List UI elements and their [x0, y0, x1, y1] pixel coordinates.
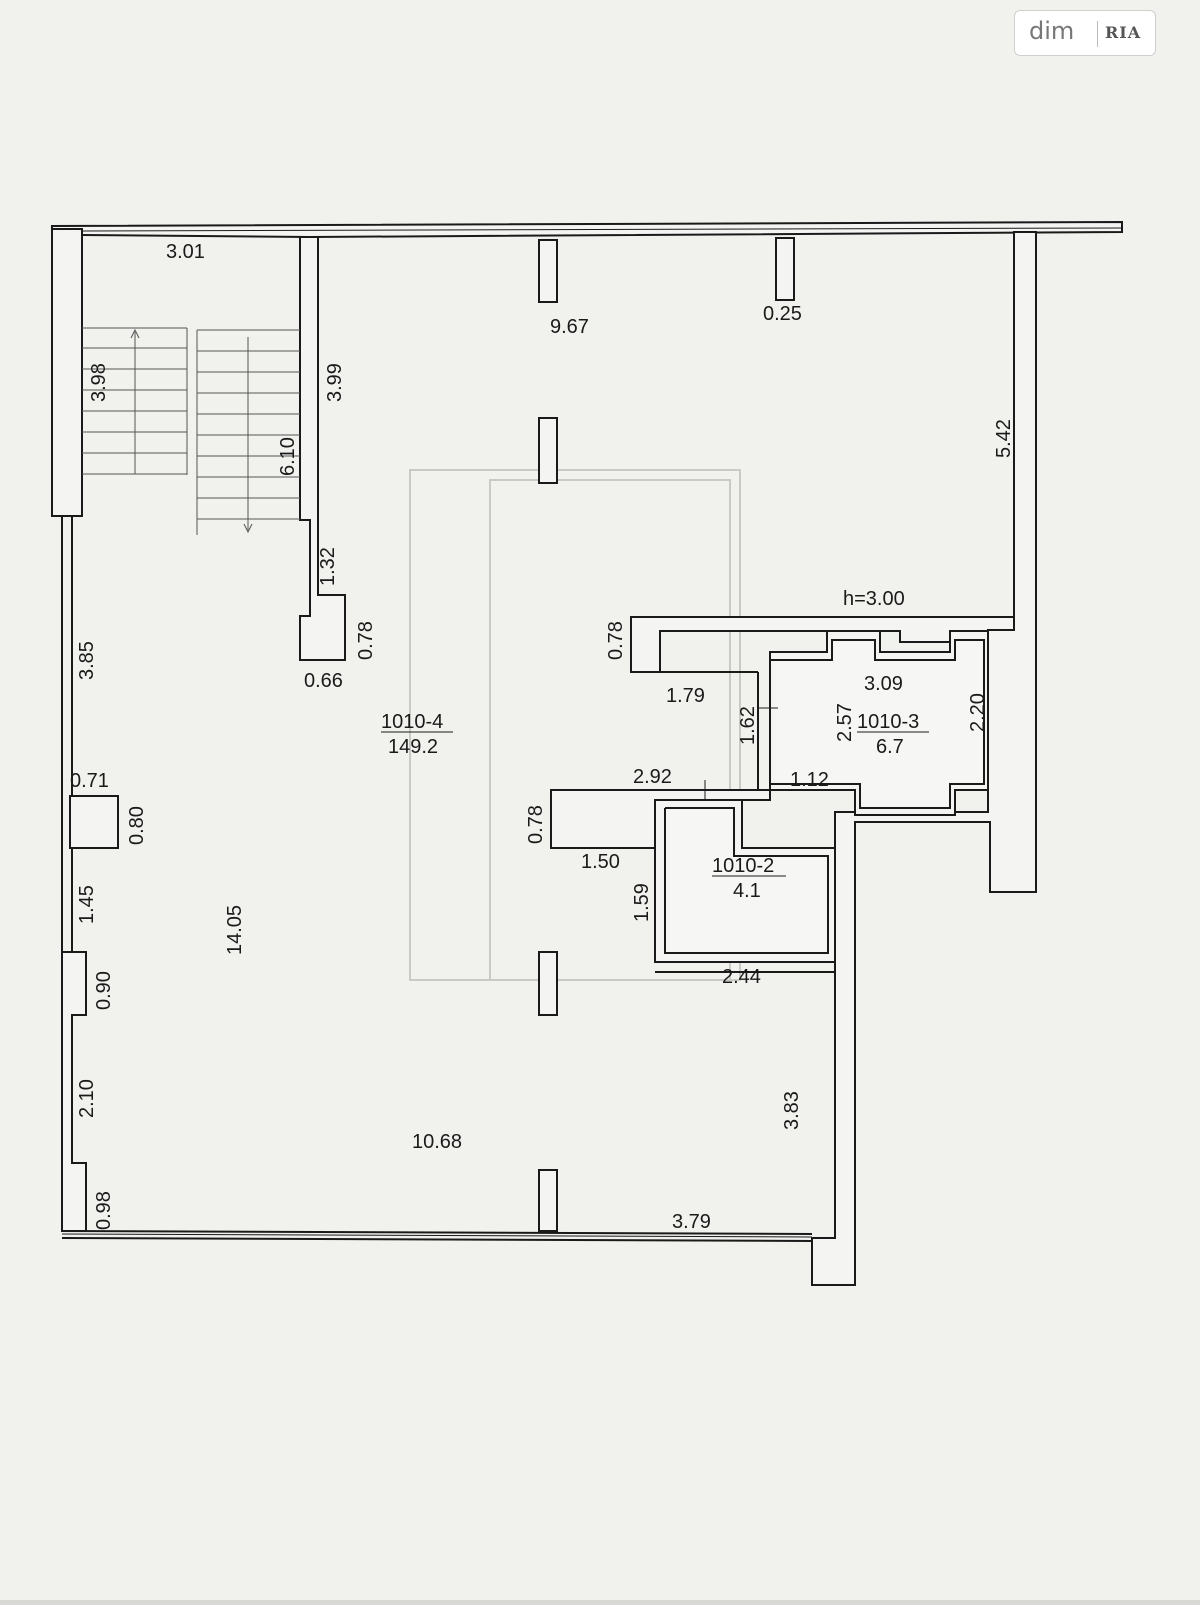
dim-3-09: 3.09: [864, 673, 903, 695]
bottom-wall: [61, 1230, 813, 1242]
dim-5-42: 5.42: [993, 419, 1015, 458]
column-4: [538, 1169, 558, 1232]
dim-0-66: 0.66: [304, 670, 343, 692]
dim-0-25: 0.25: [763, 303, 802, 325]
room-1010-3-floor: [775, 640, 984, 808]
dim-3-79: 3.79: [672, 1211, 711, 1233]
column-2: [538, 417, 558, 484]
dim-2-20: 2.20: [967, 693, 989, 732]
dim-3-01: 3.01: [166, 241, 205, 263]
left-wall-window: [61, 516, 73, 952]
watermark-brand-left: dim: [1029, 17, 1075, 45]
dim-1-50: 1.50: [581, 851, 620, 873]
dim-0-90: 0.90: [93, 971, 115, 1010]
dim-ria-watermark: dim RIA: [1014, 10, 1156, 56]
dim-9-67: 9.67: [550, 316, 589, 338]
dim-10-68: 10.68: [412, 1131, 462, 1153]
dim-3-98: 3.98: [88, 363, 110, 402]
column-3: [538, 951, 558, 1016]
dim-1-59: 1.59: [631, 883, 653, 922]
dim-2-10: 2.10: [76, 1079, 98, 1118]
dim-3-99: 3.99: [324, 363, 346, 402]
dim-0-78-a: 0.78: [355, 621, 377, 660]
room-1010-4-label: 1010-4 149.2: [381, 711, 453, 758]
left-wall-upper: [51, 228, 83, 517]
dim-0-78-c: 0.78: [525, 805, 547, 844]
dim-0-80: 0.80: [126, 806, 148, 845]
watermark-brand-right: RIA: [1105, 23, 1142, 42]
room-area: 6.7: [876, 736, 904, 758]
room-area: 4.1: [733, 880, 761, 902]
column-left: [69, 795, 119, 849]
staircase: [82, 327, 300, 535]
dim-1-62: 1.62: [737, 706, 759, 745]
dim-1-12: 1.12: [790, 769, 829, 791]
room-id: 1010-3: [857, 711, 919, 733]
dim-1-79: 1.79: [666, 685, 705, 707]
room-1010-3-outline: [757, 639, 985, 809]
room-1010-2-label: 1010-2 4.1: [712, 855, 786, 902]
dim-14-05: 14.05: [224, 905, 246, 955]
room-area: 149.2: [388, 736, 438, 758]
column-5: [775, 237, 795, 301]
dim-0-98: 0.98: [93, 1191, 115, 1230]
watermark-separator: [1097, 21, 1098, 47]
room-id: 1010-2: [712, 855, 774, 877]
dim-6-10: 6.10: [277, 437, 299, 476]
dim-3-83: 3.83: [781, 1091, 803, 1130]
dim-0-71: 0.71: [70, 770, 109, 792]
dim-3-85: 3.85: [76, 641, 98, 680]
dim-1-45: 1.45: [76, 885, 98, 924]
dimension-labels: 3.01 9.67 0.25 3.98 3.99 6.10 5.42 1.32 …: [70, 241, 1015, 1233]
room-id: 1010-4: [381, 711, 443, 733]
room-1010-3-label: 1010-3 6.7: [857, 711, 929, 758]
ghost-back-plan: [409, 469, 741, 981]
dim-2-92: 2.92: [633, 766, 672, 788]
dim-2-57: 2.57: [834, 703, 856, 742]
dim-1-32: 1.32: [317, 547, 339, 586]
stair-wall: [299, 236, 346, 661]
room-1010-2-outline: [664, 807, 829, 954]
column-1: [538, 239, 558, 303]
dim-0-78-b: 0.78: [605, 621, 627, 660]
room-1010-2-floor: [665, 808, 828, 953]
dim-2-44: 2.44: [722, 966, 761, 988]
ceiling-height: h=3.00: [843, 588, 905, 610]
